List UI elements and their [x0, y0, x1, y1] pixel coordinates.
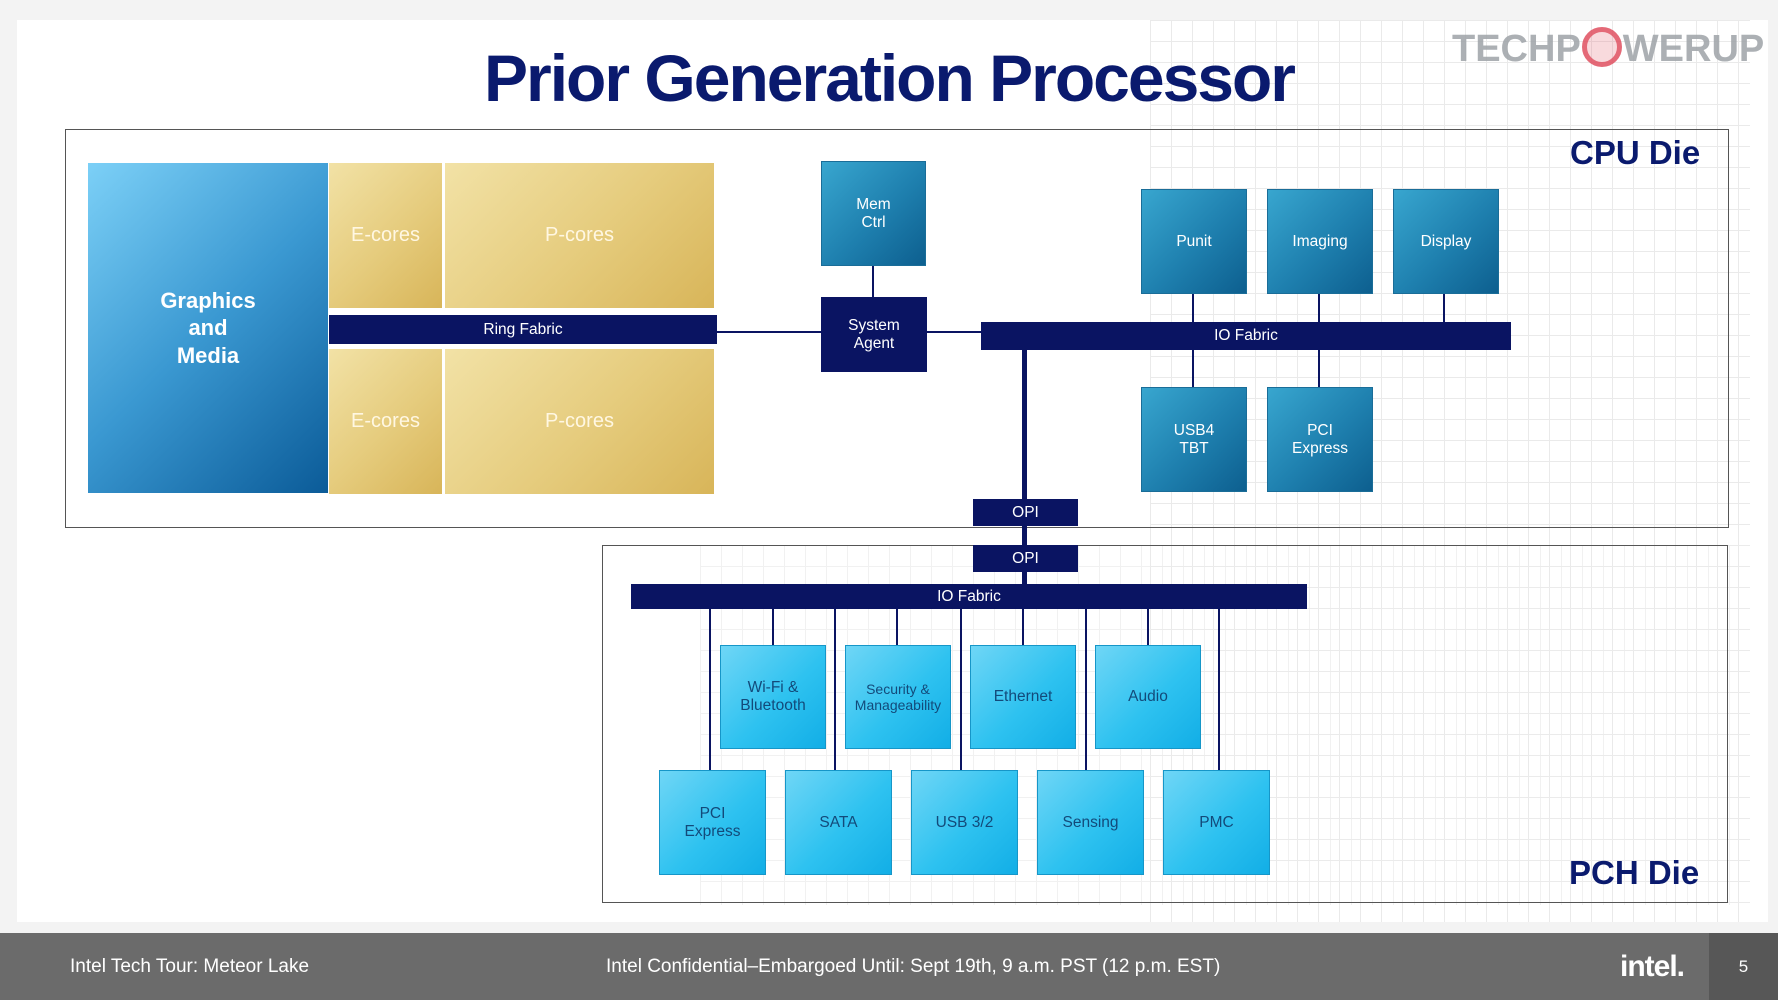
sata-line [834, 609, 836, 770]
ethernet-line [1022, 609, 1024, 645]
ring-fabric-bar: Ring Fabric [329, 315, 717, 344]
wifi-bluetooth-block: Wi-Fi & Bluetooth [720, 645, 826, 749]
memctrl-to-sa-line [872, 266, 874, 297]
sensing-line [1085, 609, 1087, 770]
usb4-line [1192, 350, 1194, 387]
footer-event-title: Intel Tech Tour: Meteor Lake [70, 956, 310, 977]
display-line [1443, 294, 1445, 322]
security-manageability-block: Security & Manageability [845, 645, 951, 749]
footer-bar: Intel Tech Tour: Meteor Lake Intel Confi… [0, 933, 1778, 1000]
intel-logo: intel. [1620, 950, 1685, 983]
opi-link-line [1022, 526, 1027, 545]
mem-ctrl-block: Mem Ctrl [821, 161, 926, 266]
pch-die-label: PCH Die [1569, 854, 1700, 891]
cpu-io-fabric-bar: IO Fabric [981, 322, 1511, 350]
audio-block: Audio [1095, 645, 1201, 749]
pcores-top-block: P-cores [445, 163, 714, 308]
sensing-block: Sensing [1037, 770, 1144, 875]
imaging-block: Imaging [1267, 189, 1373, 294]
pcie-pch-line [709, 609, 711, 770]
opi-to-pch-fabric-line [1022, 572, 1027, 585]
cpu-opi-block: OPI [973, 499, 1078, 526]
cpu-pci-express-block: PCI Express [1267, 387, 1373, 492]
pcores-bottom-block: P-cores [445, 349, 714, 494]
page-number: 5 [1709, 933, 1778, 1000]
ecores-top-block: E-cores [329, 163, 442, 308]
punit-block: Punit [1141, 189, 1247, 294]
pch-io-fabric-bar: IO Fabric [631, 584, 1307, 609]
usb32-line [960, 609, 962, 770]
imaging-line [1318, 294, 1320, 322]
sa-to-iofabric-line [927, 331, 981, 333]
usb4-tbt-block: USB4 TBT [1141, 387, 1247, 492]
graphics-media-block: Graphics and Media [88, 163, 328, 493]
pmc-block: PMC [1163, 770, 1270, 875]
cpu-die-label: CPU Die [1570, 134, 1701, 171]
ecores-bottom-block: E-cores [329, 349, 442, 494]
ethernet-block: Ethernet [970, 645, 1076, 749]
pch-die-frame [602, 545, 1728, 903]
sata-block: SATA [785, 770, 892, 875]
pcie-cpu-line [1318, 350, 1320, 387]
system-agent-block: System Agent [821, 297, 927, 372]
pmc-line [1218, 609, 1220, 770]
display-block: Display [1393, 189, 1499, 294]
security-line [896, 609, 898, 645]
page-title: Prior Generation Processor [484, 41, 1296, 115]
punit-line [1192, 294, 1194, 322]
footer-embargo-notice: Intel Confidential–Embargoed Until: Sept… [606, 956, 1221, 977]
pch-opi-block: OPI [973, 545, 1078, 572]
iofabric-to-opi-line [1022, 350, 1027, 500]
power-icon [1581, 26, 1622, 67]
ring-to-sa-line [717, 331, 821, 333]
pch-pci-express-block: PCI Express [659, 770, 766, 875]
audio-line [1147, 609, 1149, 645]
usb32-block: USB 3/2 [911, 770, 1018, 875]
cpu-die-frame [65, 129, 1729, 528]
wifi-line [772, 609, 774, 645]
